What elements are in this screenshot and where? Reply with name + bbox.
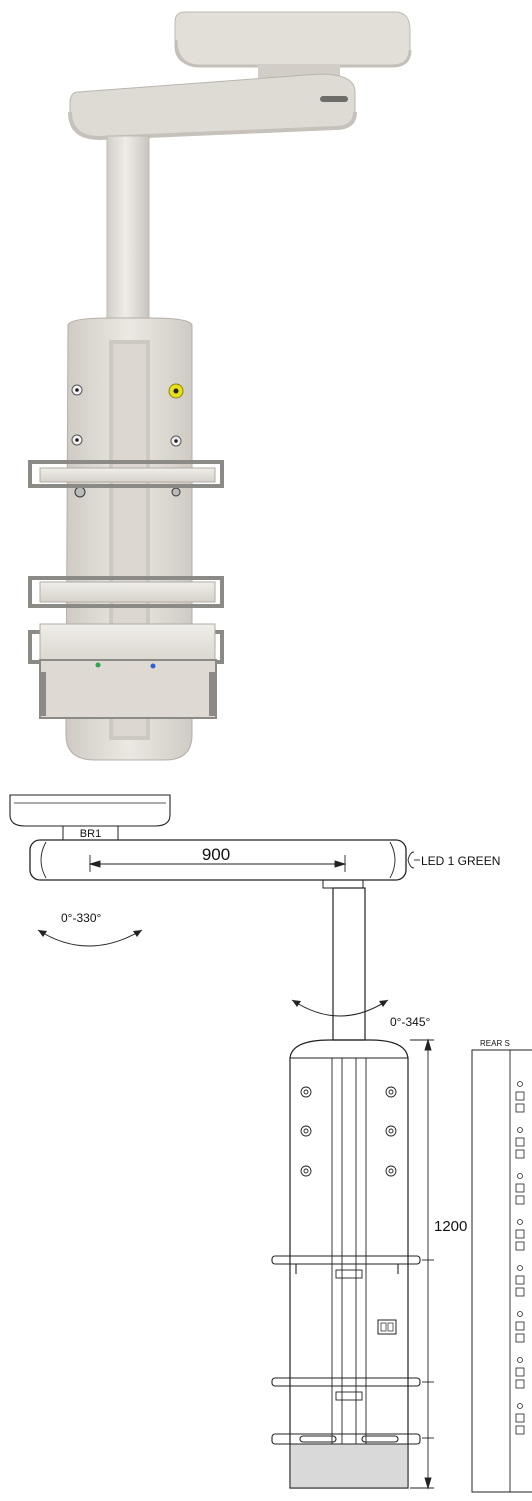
column-height-dimension [410,1038,434,1490]
arm-render [68,73,357,141]
gas-outlet-icon [171,487,181,497]
socket-symbol [377,1319,397,1335]
shelf-outline-3 [271,1433,421,1445]
rear-side-label: REAR S [480,1039,510,1048]
gas-outlet-icon [74,486,86,498]
column-rotation-arc [291,999,389,1017]
led-label: LED 1 GREEN [421,854,500,868]
column-height-label: 1200 [434,1218,467,1235]
arm-outline [29,839,407,881]
column-render [106,135,150,323]
pendant-render [28,11,412,761]
shelf-render-3 [28,623,224,719]
led-blue-icon [150,663,156,669]
ceiling-mount-outline [9,794,171,827]
shelf-outline-1 [271,1255,421,1274]
rear-side-panel [471,1049,532,1493]
arm-rotation-arc [37,929,143,947]
column-outline [332,887,366,1041]
led-strip-render [320,96,348,102]
column-rotation-label: 0°-345° [390,1015,430,1029]
arm-rotation-label: 0°-330° [61,911,101,925]
arm-length-label: 900 [202,845,230,864]
shelf-render-1 [28,460,224,488]
shelf-outline-2 [271,1377,421,1387]
led-green-icon [95,662,101,668]
rear-socket-symbols [515,1081,525,1435]
technical-drawing [9,794,532,1493]
arm-label: BR1 [80,828,101,840]
outlet-symbols [300,1086,397,1177]
shelf-render-2 [28,576,224,608]
ceiling-mount [174,11,412,80]
arm-length-dimension [88,855,347,872]
